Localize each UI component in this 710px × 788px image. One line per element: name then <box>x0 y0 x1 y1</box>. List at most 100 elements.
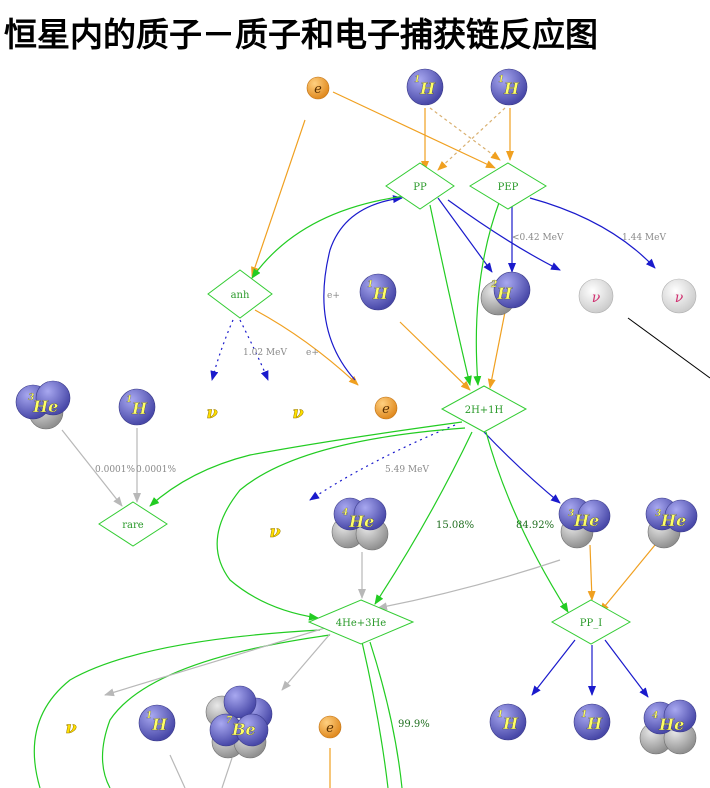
edge-pp-to-2h1h <box>429 204 472 386</box>
reaction-pep-label: PEP <box>498 182 519 193</box>
edge-pp-to-nu-grey <box>447 199 561 271</box>
edge-pp1-to-he4 <box>604 639 649 698</box>
edge-pep-to-nu-grey-b <box>529 197 656 269</box>
helium3-right-b-label: He <box>660 511 686 530</box>
reaction-pp1[interactable]: PP_I <box>550 599 632 645</box>
edge-black-line <box>627 317 710 379</box>
edge-pp-to-anh <box>251 195 406 279</box>
proton-bottom-b: 1 H <box>573 703 611 741</box>
edge-label-anh-out: e+ <box>306 348 319 358</box>
neutrino-b-label: ν <box>292 403 303 422</box>
deuterium-sup: 2 <box>490 280 497 290</box>
proton-bottom-a: 1 H <box>489 703 527 741</box>
electron-mid-label: e <box>382 402 390 417</box>
proton-mid-label: H <box>372 284 389 303</box>
edge-label-pp-positron: e+ <box>327 291 340 301</box>
edge-2h1h-dotted <box>309 424 456 501</box>
proton-mid-sup: 1 <box>367 280 373 290</box>
edge-2h1h-to-he4he3 <box>216 427 466 621</box>
neutrino-c-label: ν <box>269 522 280 541</box>
edge-label-pp-energy: <0.42 MeV <box>512 233 564 243</box>
edge-h2-to-2h1h <box>487 311 506 389</box>
neutrino-c: ν <box>269 522 281 542</box>
neutrino-a-label: ν <box>206 403 217 422</box>
edge-grey-bottom-a <box>169 754 186 788</box>
proton-bottom-b-sup: 1 <box>581 710 587 720</box>
reaction-pp1-label: PP_I <box>580 618 602 629</box>
edge-h1b-to-pp-dashed <box>437 107 506 171</box>
proton-bottom-left-label: H <box>151 715 168 734</box>
edge-grey-bottom-b <box>221 757 233 788</box>
neutrino-grey-a-label: ν <box>592 290 601 306</box>
edge-2h1h-to-rare <box>149 421 463 507</box>
reaction-anh[interactable]: anh <box>207 269 273 319</box>
edge-h1mid-to-2h1h <box>399 321 471 391</box>
reaction-rare-label: rare <box>122 520 144 531</box>
edge-he3b-to-pp1 <box>599 544 656 613</box>
neutrino-grey-b-label: ν <box>675 290 684 306</box>
electron-bottom: e <box>318 715 342 739</box>
reaction-he4he3[interactable]: 4He+3He <box>307 599 415 645</box>
reaction-pep[interactable]: PEP <box>469 162 547 210</box>
reaction-he4he3-label: 4He+3He <box>336 618 386 629</box>
electron-top: e <box>306 76 330 100</box>
electron-top-label: e <box>314 82 322 97</box>
edge-label-2h1h-energy: 5.49 MeV <box>385 465 429 475</box>
proton-mid: 1 H <box>359 273 397 311</box>
beryllium7-label: Be <box>231 720 256 739</box>
proton-bottom-a-label: H <box>502 714 519 733</box>
helium4-bottom-label: He <box>658 715 684 734</box>
edge-anh-dotted-a <box>210 319 234 381</box>
neutrino-d: ν <box>65 718 77 738</box>
neutrino-grey-a: ν <box>578 278 614 314</box>
reaction-2h1h[interactable]: 2H+1H <box>440 385 528 433</box>
edge-he3a-to-he4he3 <box>377 559 561 611</box>
edge-anh-dotted-b <box>239 319 269 381</box>
edge-labels: <0.42 MeV 1.44 MeV 1.02 MeV e+ e+ 0.0001… <box>95 233 666 730</box>
edge-2h1h-to-pp1 <box>485 431 569 613</box>
edge-he4he3-down-a <box>361 641 389 788</box>
edges <box>33 91 710 788</box>
proton-left-sup: 1 <box>126 395 132 405</box>
particles: e 1 H 1 H 1 H 2 H ν <box>15 68 698 759</box>
helium3-right-a: 3 He <box>558 497 611 549</box>
reaction-pp[interactable]: PP <box>385 162 455 210</box>
edge-e-to-anh <box>251 119 306 277</box>
helium4-mid: 4 He <box>331 497 389 551</box>
helium3-left-sup: 3 <box>28 393 34 403</box>
reaction-rare[interactable]: rare <box>98 501 168 547</box>
proton-top-b-label: H <box>503 79 520 98</box>
diagram-title: 恒星内的质子－质子和电子捕获链反应图 <box>4 15 598 54</box>
deuterium-label: H <box>496 284 513 303</box>
proton-top-a: 1 H <box>406 68 444 106</box>
deuterium: 2 H <box>480 271 531 316</box>
helium4-mid-sup: 4 <box>342 508 348 518</box>
edge-he4he3-to-be <box>281 633 331 691</box>
edge-2h1h-to-he4he3-direct <box>374 431 473 605</box>
beryllium7-sup: 7 <box>226 716 233 726</box>
helium4-bottom-sup: 4 <box>652 711 658 721</box>
electron-bottom-label: e <box>326 721 334 736</box>
edge-he3a-to-pp1 <box>587 544 596 601</box>
neutrino-d-label: ν <box>65 718 76 737</box>
edge-anh-to-e <box>254 309 359 386</box>
proton-bottom-left-sup: 1 <box>146 711 152 721</box>
edge-label-pct-84: 84.92% <box>516 520 554 531</box>
reaction-nodes: PP PEP anh 2H+1H rare 4He+3He PP_I <box>98 162 632 645</box>
edge-e-positron-to-pp <box>323 195 403 381</box>
helium4-bottom: 4 He <box>639 699 697 755</box>
electron-mid: e <box>374 396 398 420</box>
edge-label-rare-a: 0.0001% <box>95 465 135 475</box>
helium3-right-a-sup: 3 <box>568 509 574 519</box>
edge-label-anh-energy: 1.02 MeV <box>243 348 287 358</box>
edge-he4he3-left-loop <box>33 629 321 788</box>
edge-label-pct-99: 99.9% <box>398 719 430 730</box>
helium3-left-label: He <box>32 397 58 416</box>
beryllium7: 7 Be <box>205 685 273 759</box>
edge-label-pep-energy: 1.44 MeV <box>622 233 666 243</box>
reaction-2h1h-label: 2H+1H <box>465 405 504 416</box>
edge-e-to-pep <box>332 91 496 169</box>
edge-2h1h-to-he3 <box>483 431 561 504</box>
edge-label-rare-b: 0.0001% <box>136 465 176 475</box>
reaction-pp-label: PP <box>413 182 427 193</box>
